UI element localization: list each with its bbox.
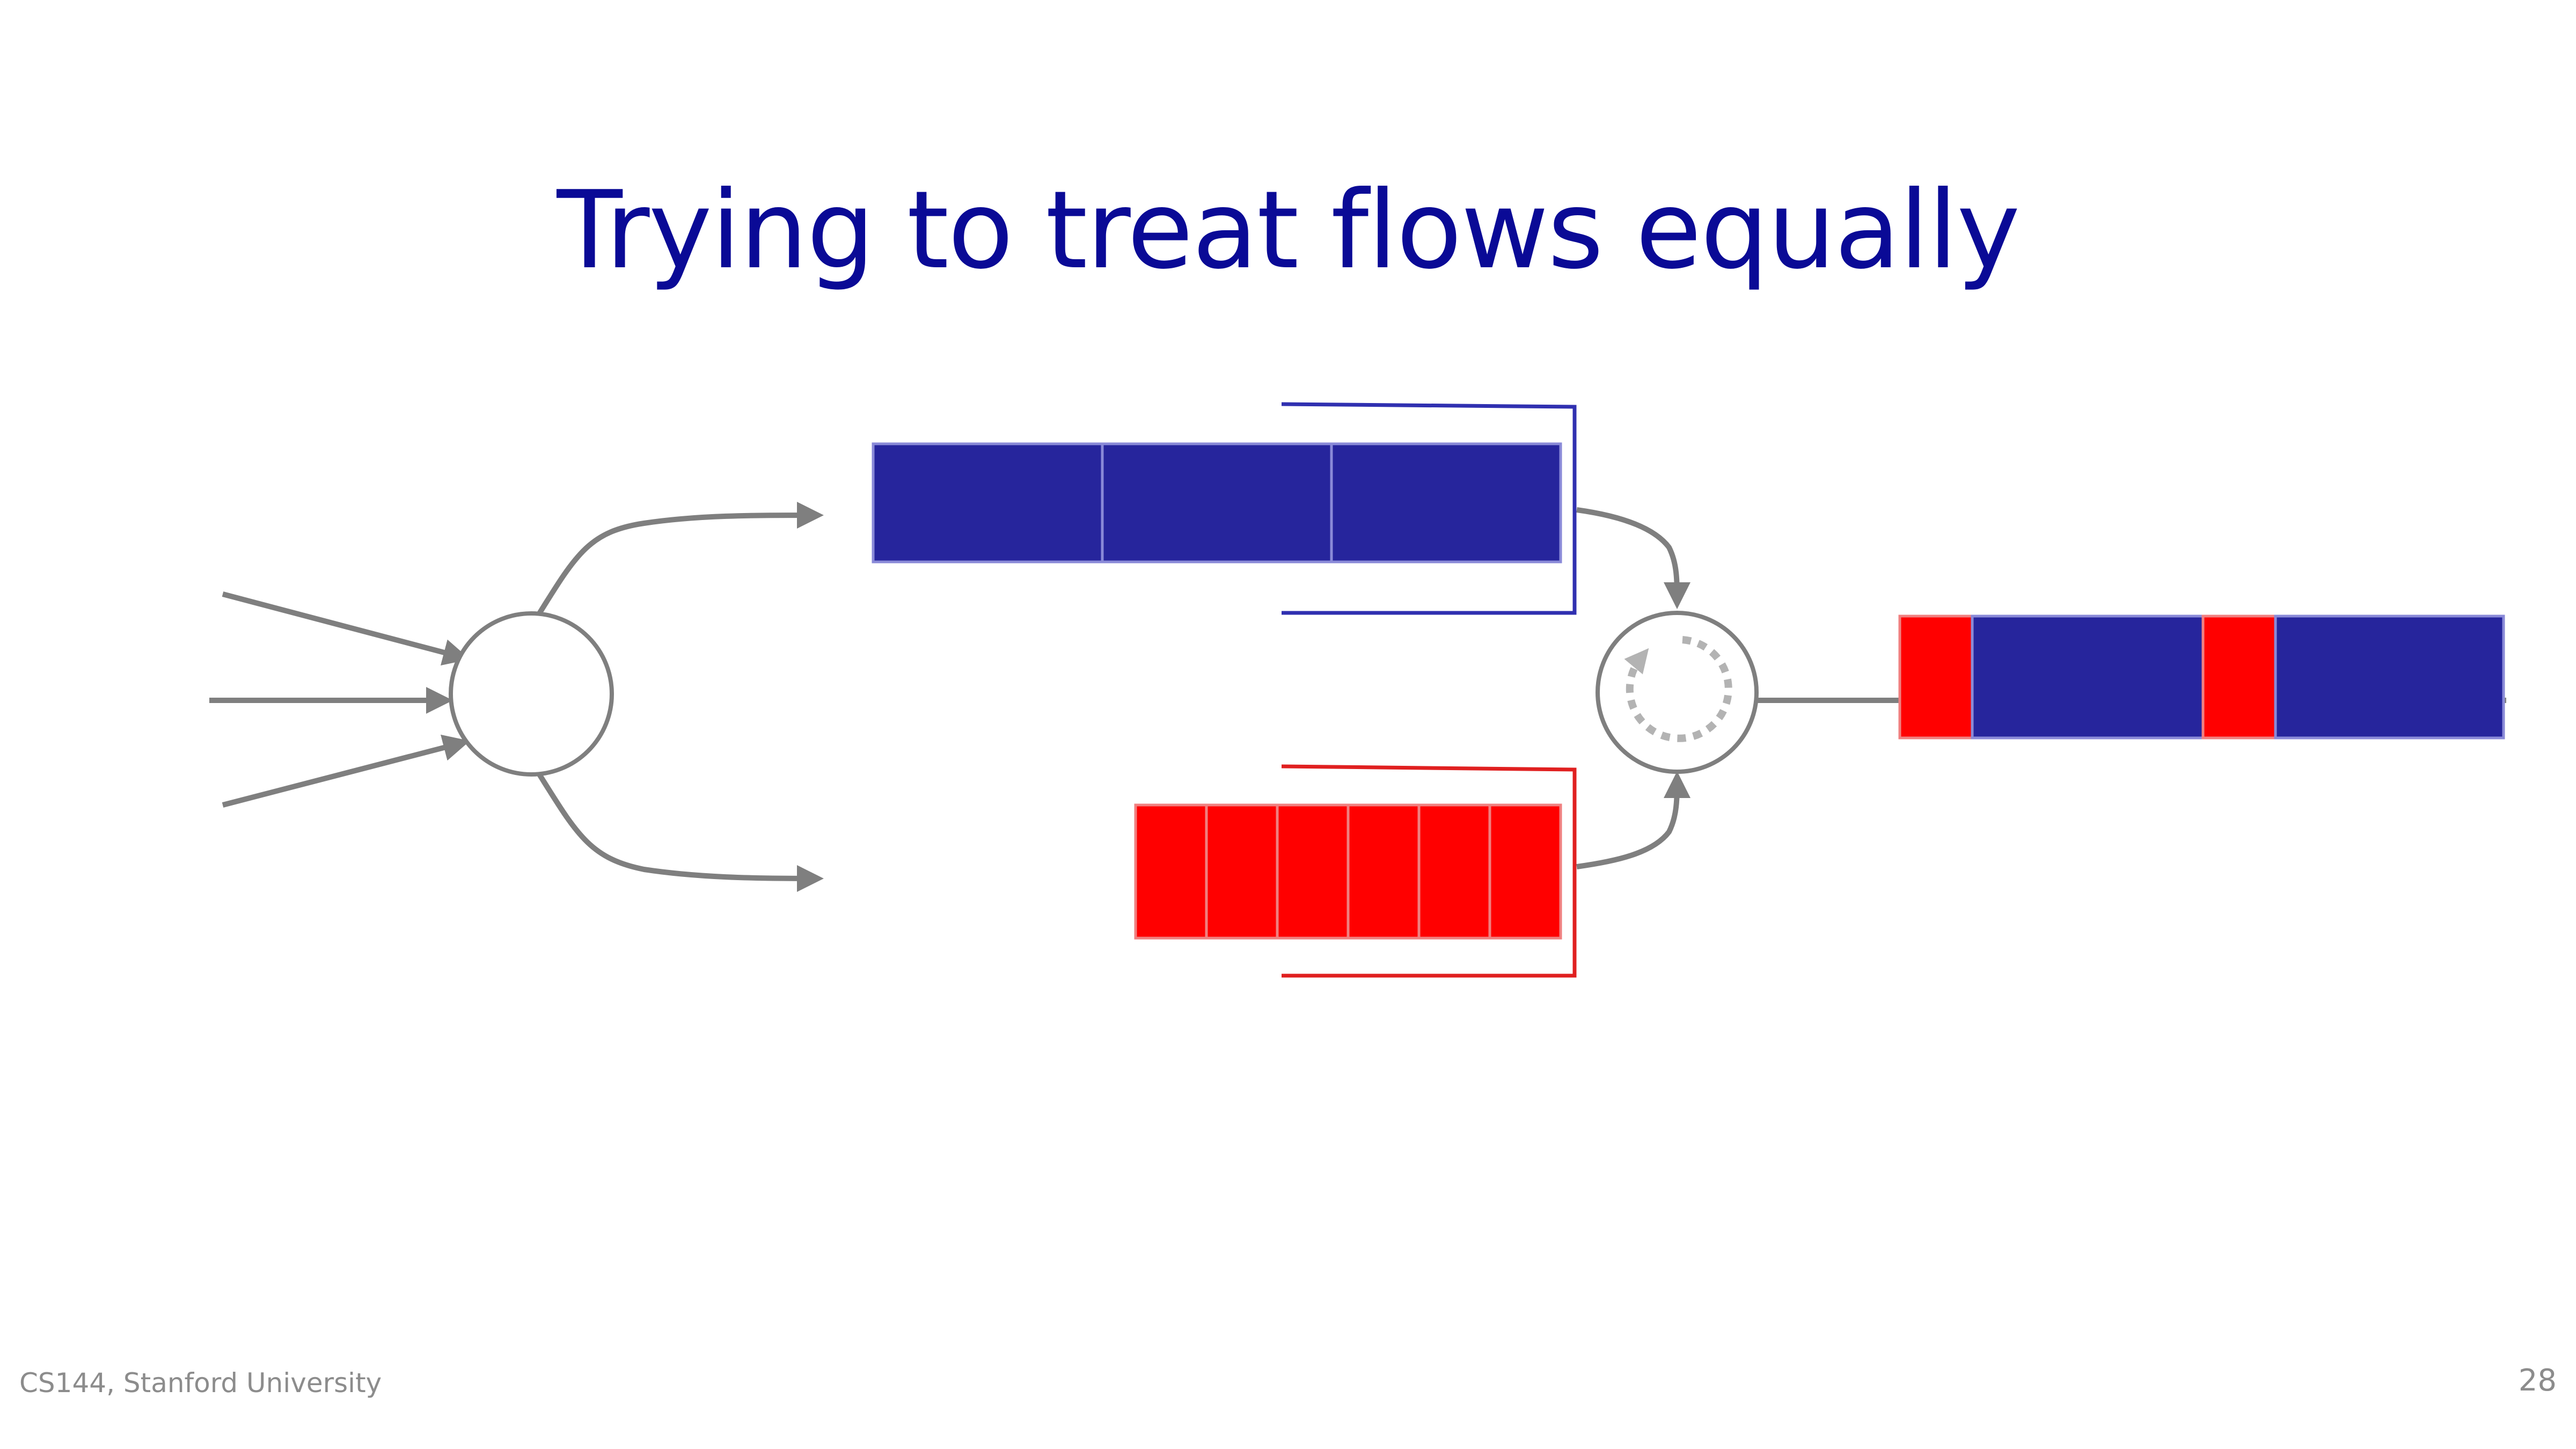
red-packet	[1205, 803, 1279, 940]
round-robin-scheduler-icon	[1624, 636, 1732, 742]
slide-title: Trying to treat flows equally	[557, 168, 2021, 293]
page-number: 28	[2518, 1363, 2557, 1398]
input-arrow-top	[222, 591, 470, 665]
red-packet	[1134, 803, 1208, 940]
red-packet	[1417, 803, 1491, 940]
output-packet-red	[2201, 614, 2277, 740]
arrow-to-red-queue	[537, 773, 824, 892]
scheduler-circle-icon	[1596, 611, 1759, 774]
footer-course-label: CS144, Stanford University	[19, 1367, 382, 1399]
output-packet-blue	[2274, 614, 2505, 740]
red-queue-bracket	[1281, 764, 1577, 978]
red-packet	[1346, 803, 1421, 940]
output-packet-blue	[1971, 614, 2205, 740]
classifier-circle-icon	[449, 611, 614, 777]
blue-queue	[872, 402, 1577, 615]
blue-packet	[872, 442, 1104, 564]
blue-packet	[1101, 442, 1333, 564]
blue-queue-bracket	[1281, 402, 1577, 615]
arrow-blue-to-scheduler	[1576, 507, 1690, 609]
blue-packet	[1330, 442, 1562, 564]
red-packet	[1276, 803, 1350, 940]
red-packet	[1488, 803, 1562, 940]
output-queue	[1898, 614, 2505, 740]
output-packet-red	[1898, 614, 1974, 740]
input-arrow-bottom	[222, 734, 470, 808]
arrow-red-to-scheduler	[1576, 771, 1690, 869]
input-arrows	[209, 591, 470, 808]
red-queue	[1134, 764, 1577, 978]
arrow-to-blue-queue	[537, 502, 824, 615]
